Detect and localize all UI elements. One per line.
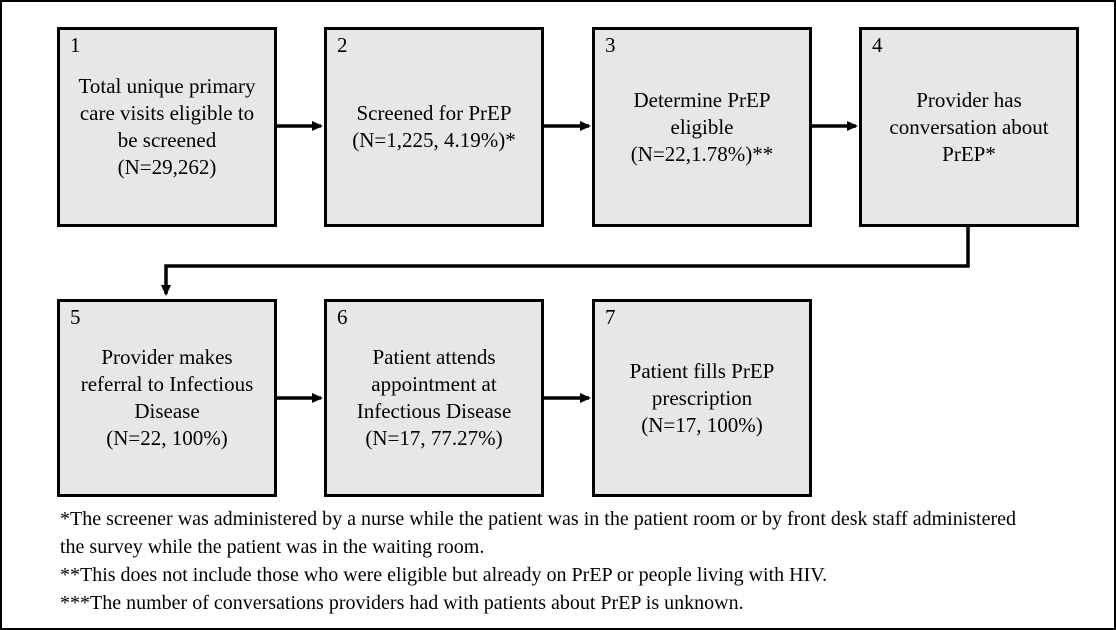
step2-label: Screened for PrEP(N=1,225, 4.19%)* bbox=[352, 101, 516, 152]
step4-number: 4 bbox=[872, 33, 883, 57]
footnotes: *The screener was administered by a nurs… bbox=[60, 505, 1016, 617]
footnote-line-2: **This does not include those who were e… bbox=[60, 564, 828, 586]
footnote-line-1-continued: the survey while the patient was in the … bbox=[60, 536, 485, 558]
step2-number: 2 bbox=[337, 33, 348, 57]
step6-number: 6 bbox=[337, 305, 348, 329]
step3-number: 3 bbox=[605, 33, 616, 57]
step5-number: 5 bbox=[70, 305, 81, 329]
step7-number: 7 bbox=[605, 305, 616, 329]
arrow-step4-to-step5 bbox=[161, 227, 970, 296]
step1-number: 1 bbox=[70, 33, 81, 57]
footnote-line-1: *The screener was administered by a nurs… bbox=[60, 508, 1017, 530]
flow-box-step2: 2 Screened for PrEP(N=1,225, 4.19%)* bbox=[324, 27, 544, 227]
footnote-line-3: ***The number of conversations providers… bbox=[60, 592, 744, 614]
